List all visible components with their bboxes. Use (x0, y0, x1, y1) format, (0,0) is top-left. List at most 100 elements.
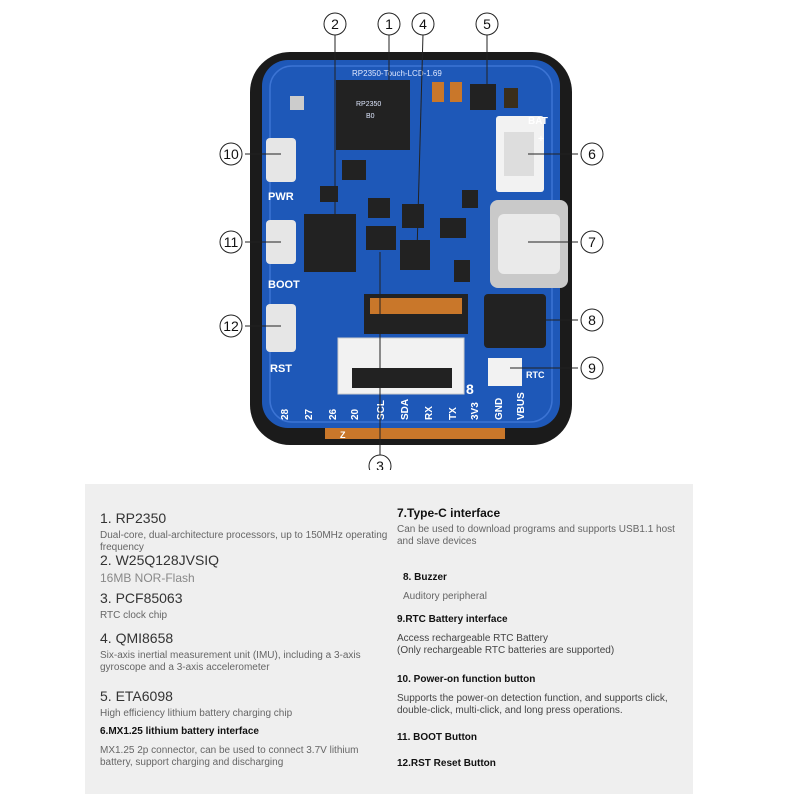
description-title: 6.MX1.25 lithium battery interface (100, 726, 259, 737)
pin-label: 20 (350, 408, 361, 420)
description-title: 4. QMI8658 (100, 630, 174, 646)
pin-label: VBUS (516, 392, 527, 420)
lcd-connector-slot (352, 368, 452, 388)
description-text: RTC clock chip (100, 610, 168, 621)
description-title: 11. BOOT Button (397, 732, 477, 743)
small-ic (440, 218, 466, 238)
flash-chip (304, 214, 356, 272)
callout-number: 9 (588, 360, 596, 376)
callout-circle (323, 12, 347, 36)
description-text: 16MB NOR-Flash (100, 571, 195, 585)
qmi8658-chip (400, 240, 430, 270)
silk-bat-plus: + (538, 134, 544, 145)
pin-label: 28 (280, 408, 291, 420)
small-ic (368, 198, 390, 218)
callout-7: 7 (580, 230, 604, 254)
callout-circle (580, 230, 604, 254)
callout-number: 11 (224, 234, 239, 250)
model-label: RP2350-Touch-LCD-1.69 (352, 69, 442, 78)
callout-number: 10 (223, 146, 239, 162)
smd-component (432, 82, 444, 102)
callout-circle (368, 454, 392, 470)
orange-flex (325, 425, 505, 439)
callout-circle (219, 314, 243, 338)
description-text: Auditory peripheral (403, 591, 487, 602)
silk-bat: BAT (528, 116, 548, 127)
chip-marking-1: RP2350 (356, 101, 381, 108)
silk-number-8: 8 (466, 381, 474, 397)
callout-1: 1 (377, 12, 401, 36)
pin-label: SDA (400, 399, 411, 420)
callout-8: 8 (580, 308, 604, 332)
description-item: 12.RST Reset Button (397, 758, 677, 769)
description-title: 10. Power-on function button (397, 674, 536, 685)
description-text: Dual-core, dual-architecture processors,… (100, 530, 388, 553)
callout-4: 4 (411, 12, 435, 36)
callout-3: 3 (368, 454, 392, 470)
description-title: 1. RP2350 (100, 510, 167, 526)
smd-component (504, 88, 518, 108)
silk-pwr: PWR (268, 191, 294, 203)
callout-circle (411, 12, 435, 36)
pin-label: TX (448, 407, 459, 420)
silk-rst: RST (270, 363, 292, 375)
power-button[interactable] (266, 138, 296, 182)
description-title: 2. W25Q128JVSIQ (100, 552, 220, 568)
silk-z: Z (340, 430, 346, 440)
description-text: Six-axis inertial measurement unit (IMU)… (100, 650, 361, 673)
small-ic (462, 190, 478, 208)
callout-circle (475, 12, 499, 36)
callout-circle (377, 12, 401, 36)
small-ic (320, 186, 338, 202)
callout-number: 12 (223, 318, 239, 334)
description-text: High efficiency lithium battery charging… (100, 708, 293, 719)
callout-11: 11 (219, 230, 243, 254)
callout-5: 5 (475, 12, 499, 36)
callout-circle (580, 356, 604, 380)
callout-number: 2 (331, 16, 339, 32)
small-ic (454, 260, 470, 282)
fpc-flex (370, 298, 462, 314)
callout-10: 10 (219, 142, 243, 166)
callout-number: 1 (385, 16, 393, 32)
silk-rtc: RTC (526, 370, 545, 380)
description-text: Can be used to download programs and sup… (397, 524, 675, 547)
description-title: 12.RST Reset Button (397, 758, 496, 769)
rtc-battery-connector (488, 358, 522, 386)
pin-label: RX (424, 406, 435, 420)
callout-12: 12 (219, 314, 243, 338)
callout-6: 6 (580, 142, 604, 166)
callout-9: 9 (580, 356, 604, 380)
rst-button[interactable] (266, 304, 296, 352)
description-item: 11. BOOT Button (397, 732, 677, 743)
description-title: 9.RTC Battery interface (397, 614, 508, 625)
description-title: 5. ETA6098 (100, 688, 173, 704)
callout-number: 5 (483, 16, 491, 32)
callout-number: 4 (419, 16, 427, 32)
callout-number: 7 (588, 234, 596, 250)
usb-c-opening (498, 214, 560, 274)
callout-number: 8 (588, 312, 596, 328)
chip-marking-2: B0 (366, 113, 375, 120)
callout-circle (580, 308, 604, 332)
description-title: 3. PCF85063 (100, 590, 183, 606)
description-title: 7.Type-C interface (397, 506, 501, 520)
pin-label: 27 (304, 408, 315, 420)
description-title: 8. Buzzer (403, 572, 447, 583)
callout-circle (580, 142, 604, 166)
board-diagram: RP2350-Touch-LCD-1.69 RP2350 B0 BAT + PW… (219, 12, 604, 470)
small-ic (402, 204, 424, 228)
callout-2: 2 (323, 12, 347, 36)
callout-number: 3 (376, 458, 384, 470)
